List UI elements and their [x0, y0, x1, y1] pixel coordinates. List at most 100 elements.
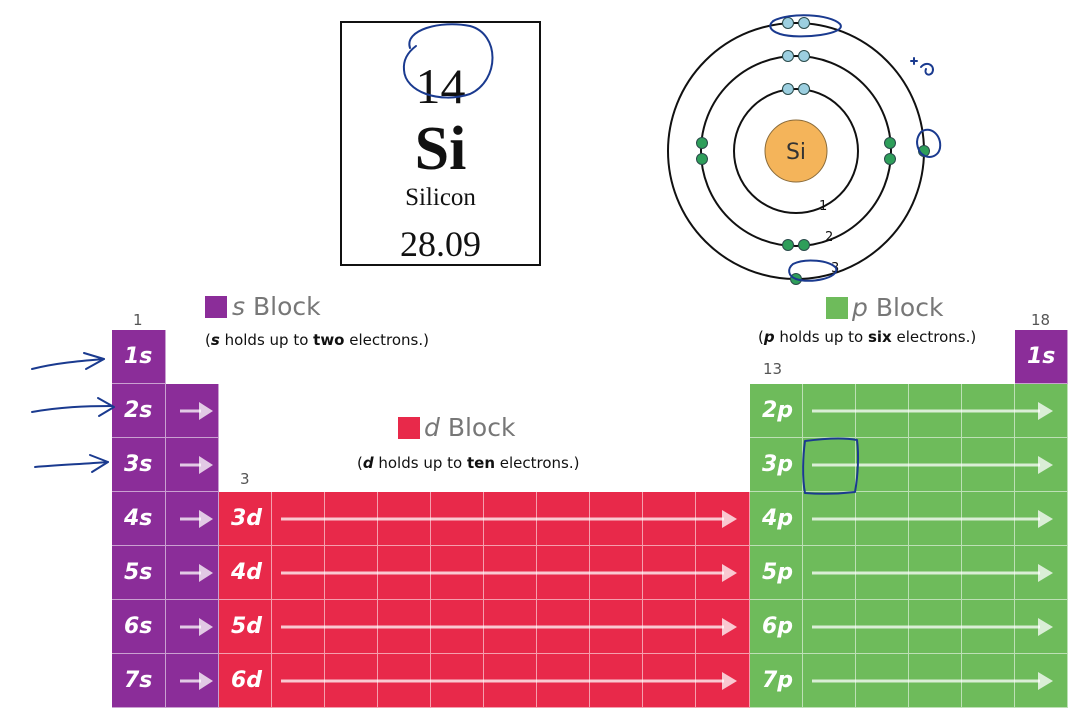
d-cell-4d-1 [219, 546, 272, 600]
shell-label-1: 1 [819, 199, 827, 214]
arrow-1s [31, 358, 105, 370]
p-cell-5p-1 [750, 546, 803, 600]
p-row-4p: 4p [750, 492, 1068, 546]
p-cell-6p-1 [750, 600, 803, 654]
s-row-label-5s: 5s [124, 560, 153, 585]
p-row-5p: 5p [750, 546, 1068, 600]
s-cell-2s-col2 [166, 384, 219, 438]
p-arrow-4p [812, 510, 1053, 528]
p-row-label-2p: 2p [762, 398, 794, 423]
p-arrow-2p [812, 402, 1053, 420]
nucleus [764, 119, 828, 183]
s-cell-7s-col2 [166, 654, 219, 708]
electron-shell3-1 [782, 17, 794, 29]
p-row-label-7p: 7p [762, 668, 794, 693]
d-arrow-5d [281, 618, 737, 636]
d-cell-6d-1 [219, 654, 272, 708]
p-row-label-6p: 6p [762, 614, 794, 639]
d-note-open: ( [357, 454, 363, 472]
s-note-end: electrons.) [344, 331, 429, 349]
arrow-2s-head [97, 397, 115, 417]
p-arrow-6p [812, 618, 1053, 636]
p-note-count: six [867, 328, 892, 346]
s-block-word: Block [252, 292, 321, 321]
d-note-end: electrons.) [495, 454, 580, 472]
s-cell-2s: 2s [112, 384, 166, 438]
electron-plus-mark [910, 57, 918, 65]
p-row-label-5p: 5p [762, 560, 794, 585]
s-arrow-3s [180, 456, 213, 474]
atomic-number: 14 [415, 58, 466, 114]
d-block-title: d Block [424, 415, 515, 440]
electron-shell2-1 [782, 50, 794, 62]
p-cell-2p-1 [750, 384, 803, 438]
s-block-letter: s [232, 292, 246, 321]
s-note-letter: s [210, 331, 220, 349]
electron-shell2-5 [884, 137, 896, 149]
s-row-label-1s: 1s [124, 344, 153, 369]
d-note-letter: d [362, 454, 374, 472]
circle-atomic-number [402, 23, 494, 99]
electron-shell1-2 [798, 83, 810, 95]
p-row-3p: 3p [750, 438, 1068, 492]
d-row-4d: 4d [219, 546, 750, 600]
group-number-1: 1 [133, 311, 143, 329]
element-card: 14 Si Silicon 28.09 [340, 21, 541, 266]
bohr-model: Si 1 2 3 [667, 17, 930, 285]
s-note-count: two [313, 331, 345, 349]
group-number-18: 18 [1031, 311, 1051, 329]
p-arrow-7p [812, 672, 1053, 690]
s-arrow-5s [180, 564, 213, 582]
s-note-open: ( [205, 331, 211, 349]
d-row-label-3d: 3d [231, 506, 263, 531]
p-row-label-3p: 3p [762, 452, 794, 477]
d-block-word: Block [447, 413, 516, 442]
p-row-2p: 2p [750, 384, 1068, 438]
electrons [696, 17, 930, 285]
s-cell-6s: 6s [112, 600, 166, 654]
circle-outer-electrons-top [769, 14, 842, 38]
d-row-6d: 6d [219, 654, 750, 708]
p-note-end: electrons.) [891, 328, 977, 346]
s-cell-1s: 1s [112, 330, 166, 384]
electron-shell2-7 [782, 239, 794, 251]
orbit-shell-1 [733, 88, 859, 214]
p-block-note: (p holds up to six electrons.) [758, 330, 976, 345]
orbit-shell-2 [700, 55, 892, 247]
s-note-mid: holds up to [219, 331, 314, 349]
s-cell-4s: 4s [112, 492, 166, 546]
s-cell-5s: 5s [112, 546, 166, 600]
p-arrow-5p [812, 564, 1053, 582]
electron-shell1-1 [782, 83, 794, 95]
circle-outer-electron-bottom [788, 259, 838, 282]
p-cell-3p-1 [750, 438, 803, 492]
s-cell-6s-col2 [166, 600, 219, 654]
p-row-7p: 7p [750, 654, 1068, 708]
d-block-swatch [398, 417, 420, 439]
d-arrow-6d [281, 672, 737, 690]
element-name: Silicon [405, 184, 476, 211]
p-note-open: ( [758, 328, 764, 346]
d-arrow-4d [281, 564, 737, 582]
electron-shell2-6 [884, 153, 896, 165]
s-block-note: (s holds up to two electrons.) [205, 333, 429, 348]
p-cell-7p-1 [750, 654, 803, 708]
s-block-swatch [205, 296, 227, 318]
arrow-3s-head [89, 454, 109, 473]
atomic-mass: 28.09 [400, 224, 481, 264]
shell-label-2: 2 [825, 230, 833, 245]
s-arrow-4s [180, 510, 213, 528]
s-cell-7s: 7s [112, 654, 166, 708]
p-block-letter: p [852, 293, 868, 322]
arrow-2s [31, 405, 113, 413]
d-cell-5d-1 [219, 600, 272, 654]
s-arrow-6s [180, 618, 213, 636]
s-cell-helium-1s: 1s [1015, 330, 1068, 384]
d-note-mid: holds up to [373, 454, 467, 472]
d-row-label-6d: 6d [231, 668, 263, 693]
electron-shell3-2 [798, 17, 810, 29]
electron-charge-mark [920, 62, 934, 76]
d-arrow-3d [281, 510, 737, 528]
